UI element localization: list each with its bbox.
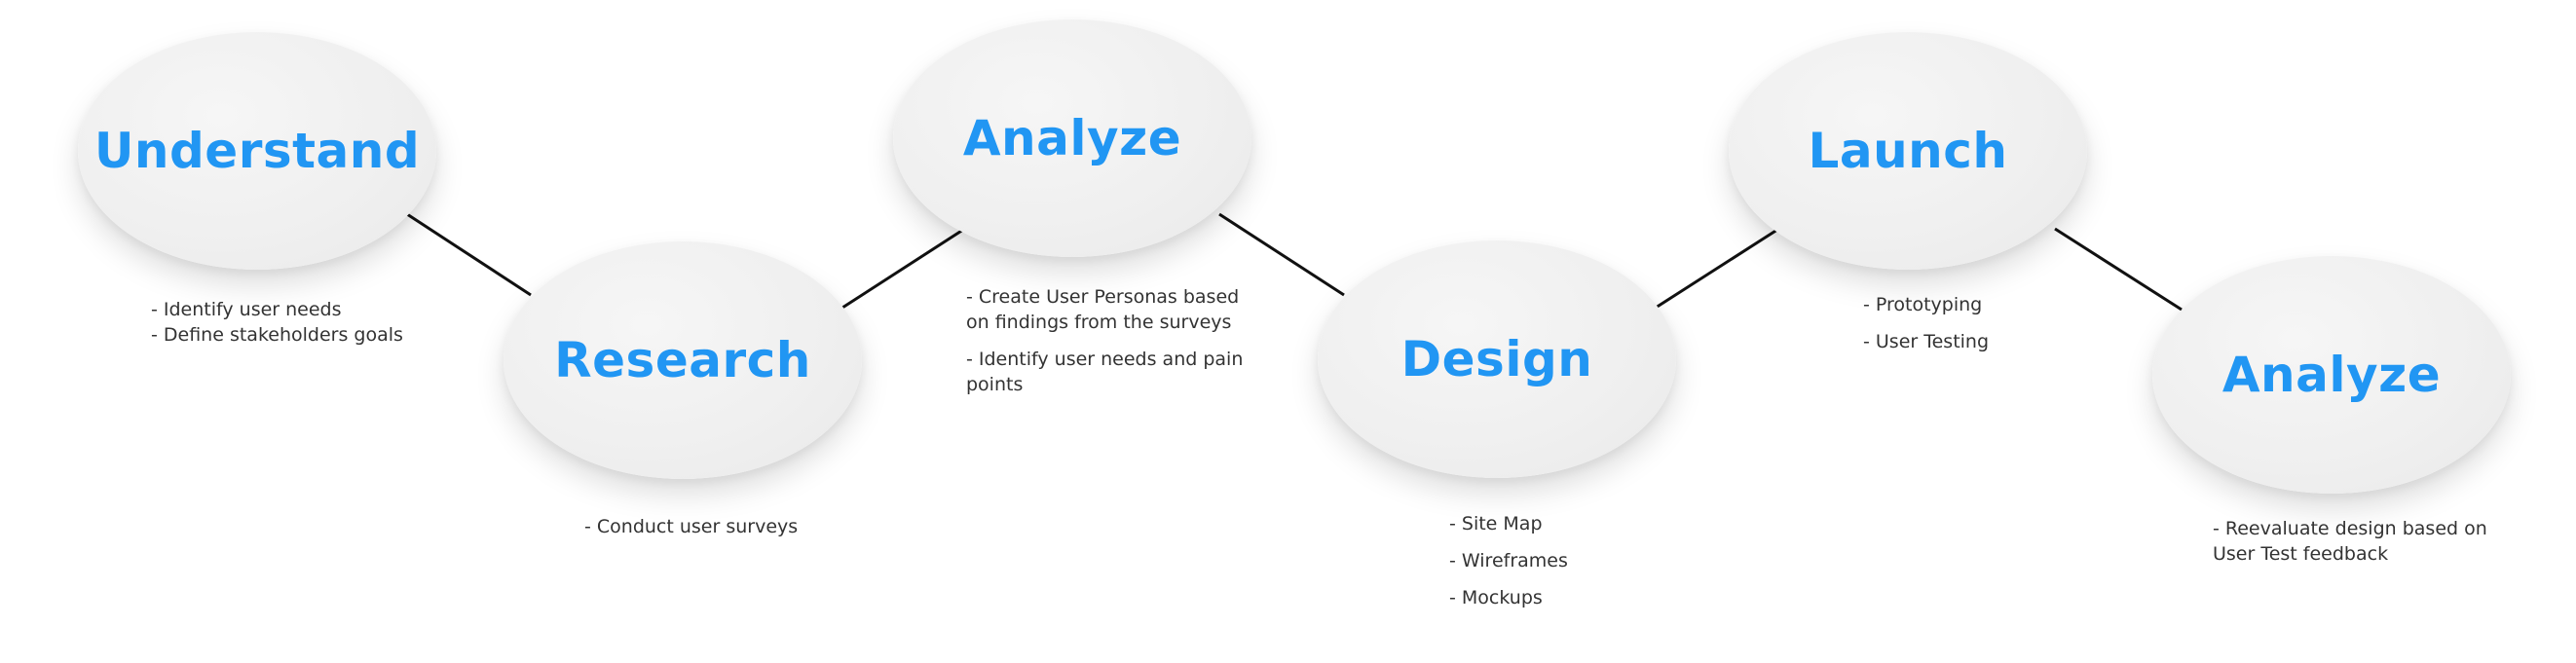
note-line: - Reevaluate design based on xyxy=(2213,518,2487,539)
stage-title: Understand xyxy=(93,123,421,179)
connector-design-launch xyxy=(1655,226,1781,310)
stage-title: Analyze xyxy=(962,110,1182,166)
stage-title: Analyze xyxy=(2221,347,2442,403)
note-line: - Define stakeholders goals xyxy=(151,324,403,346)
connector-understand-research xyxy=(406,212,532,297)
note-line: - Identify user needs and pain xyxy=(966,349,1244,370)
note-line: - Create User Personas based xyxy=(966,286,1240,308)
stage-design: Design xyxy=(1318,240,1676,478)
connector-launch-analyze xyxy=(2054,227,2183,312)
connector-research-analyze xyxy=(841,226,967,310)
stage-analyze: Analyze xyxy=(893,19,1251,257)
note-line: points xyxy=(966,374,1024,395)
note-line: on findings from the surveys xyxy=(966,312,1232,333)
note-line: - Prototyping xyxy=(1863,294,1983,315)
stage-launch: Launch xyxy=(1729,32,2087,270)
stage-understand: Understand xyxy=(78,32,436,270)
stage-notes-research: - Conduct user surveys xyxy=(584,514,798,539)
stage-notes-understand: - Identify user needs - Define stakehold… xyxy=(151,297,403,348)
note-line: User Test feedback xyxy=(2213,543,2389,565)
stage-notes-analyze-final: - Reevaluate design based on User Test f… xyxy=(2213,516,2487,567)
note-line: - User Testing xyxy=(1863,331,1990,352)
stage-notes-analyze: - Create User Personas based on findings… xyxy=(966,284,1243,397)
stage-title: Design xyxy=(1400,331,1593,387)
stage-research: Research xyxy=(504,241,862,479)
note-line: - Wireframes xyxy=(1449,550,1568,571)
connector-analyze-design xyxy=(1218,212,1345,297)
note-line: - Site Map xyxy=(1449,513,1543,534)
stage-analyze-final: Analyze xyxy=(2152,256,2511,494)
stage-title: Launch xyxy=(1808,123,2008,179)
note-line: - Mockups xyxy=(1449,587,1543,608)
stage-notes-launch: - Prototyping - User Testing xyxy=(1863,292,1989,354)
note-line: - Conduct user surveys xyxy=(584,516,799,537)
stage-notes-design: - Site Map - Wireframes - Mockups xyxy=(1449,511,1568,610)
stage-title: Research xyxy=(554,332,811,388)
note-line: - Identify user needs xyxy=(151,299,342,320)
